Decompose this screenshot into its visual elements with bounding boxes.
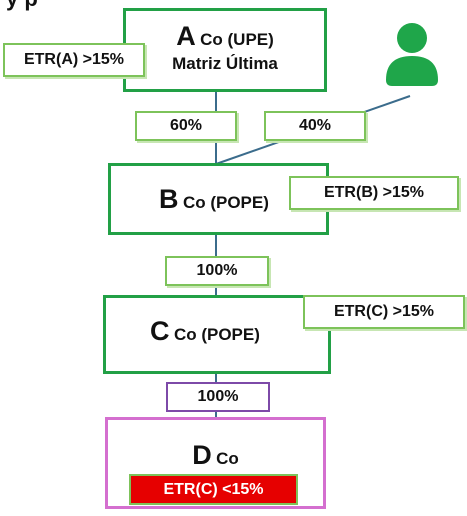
entity-a: A Co (UPE) Matriz Última bbox=[123, 8, 327, 92]
entity-d-type: Co bbox=[216, 449, 239, 468]
ownership-a-b: 60% bbox=[135, 111, 237, 141]
entity-b-letter: B bbox=[159, 184, 179, 214]
ownership-c-d: 100% bbox=[166, 382, 270, 412]
etr-c-tag: ETR(C) >15% bbox=[303, 295, 465, 329]
entity-b-type: Co (POPE) bbox=[182, 193, 269, 212]
entity-b: B Co (POPE) bbox=[108, 163, 329, 235]
entity-a-letter: A bbox=[176, 21, 196, 51]
person-icon bbox=[386, 23, 438, 86]
entity-d-letter: D bbox=[192, 440, 212, 470]
header-fragment: y p bbox=[6, 0, 38, 12]
ownership-b-c: 100% bbox=[165, 256, 269, 286]
entity-a-subtitle: Matriz Última bbox=[172, 54, 278, 73]
entity-c-letter: C bbox=[150, 316, 170, 346]
etr-b-tag: ETR(B) >15% bbox=[289, 176, 459, 210]
entity-c: C Co (POPE) bbox=[103, 295, 331, 374]
entity-a-type: Co (UPE) bbox=[200, 30, 274, 49]
etr-d-alert-tag: ETR(C) <15% bbox=[129, 474, 298, 505]
ownership-person-b: 40% bbox=[264, 111, 366, 141]
etr-a-tag: ETR(A) >15% bbox=[3, 43, 145, 77]
entity-c-type: Co (POPE) bbox=[173, 325, 260, 344]
